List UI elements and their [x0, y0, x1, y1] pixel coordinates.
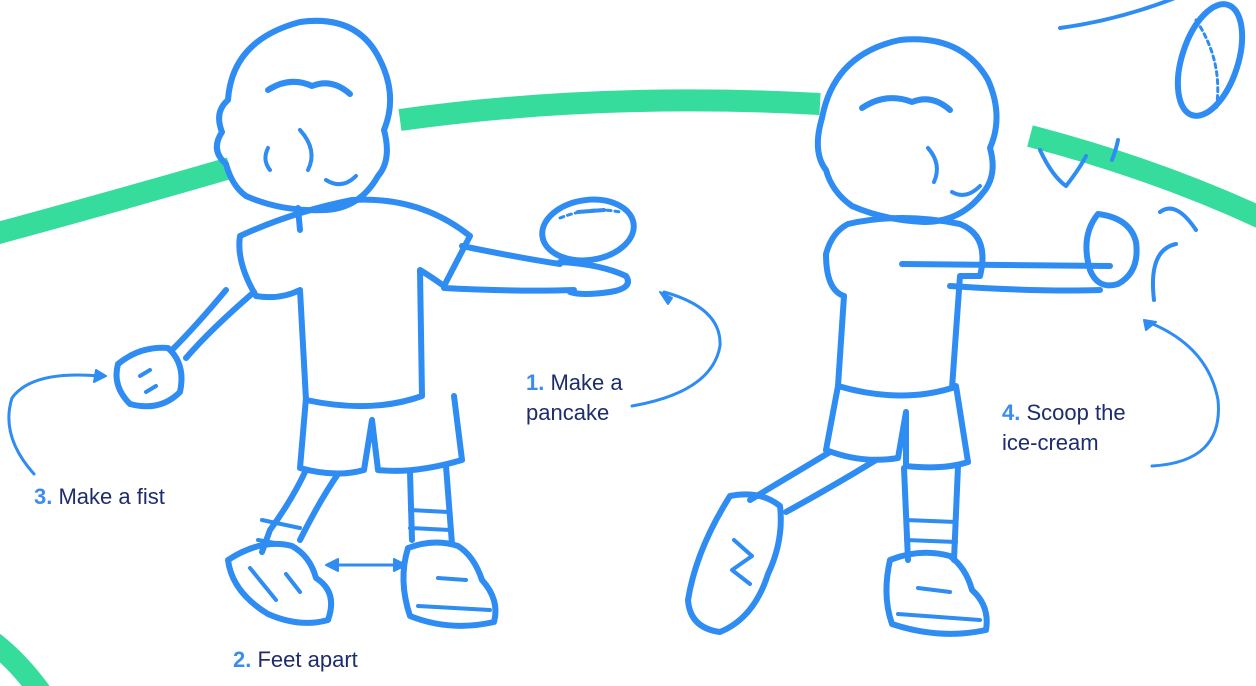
curved-arrow-icon-step-1: [632, 292, 720, 406]
step-1-number: 1.: [526, 370, 544, 395]
step-1-text-line1: Make a: [550, 370, 622, 395]
step-3-number: 3.: [34, 484, 52, 509]
step-2-number: 2.: [233, 647, 251, 672]
green-track-lower: [0, 640, 46, 686]
green-track-ring: [0, 100, 1256, 686]
step-4-label: 4. Scoop the ice-cream: [1002, 398, 1126, 458]
step-1-label: 1. Make a pancake: [526, 368, 623, 428]
football-icon-flying: [1060, 0, 1255, 124]
step-4-text-line1: Scoop the: [1026, 400, 1125, 425]
step-3-text-line1: Make a fist: [58, 484, 164, 509]
step-2-label: 2. Feet apart: [233, 645, 358, 675]
double-arrow-icon: [326, 559, 406, 571]
green-track-upper: [0, 168, 230, 238]
boy-2-figure: [688, 39, 1137, 634]
football-icon-hand: [538, 194, 637, 266]
curved-arrow-icon-step-3: [9, 370, 106, 474]
step-3-label: 3. Make a fist: [34, 482, 165, 512]
green-track-right: [1030, 136, 1256, 222]
step-2-text-line1: Feet apart: [257, 647, 357, 672]
step-4-text-line2: ice-cream: [1002, 430, 1099, 455]
green-track-middle: [400, 100, 820, 120]
step-4-number: 4.: [1002, 400, 1020, 425]
curved-arrow-icon-step-4: [1144, 320, 1218, 466]
step-1-text-line2: pancake: [526, 400, 609, 425]
